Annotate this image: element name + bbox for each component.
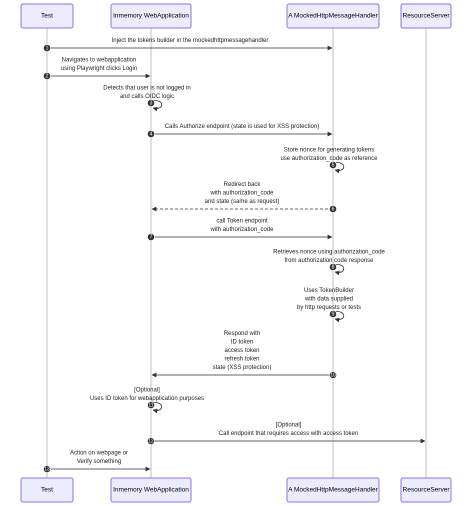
- message-text: [Optional]: [134, 388, 160, 394]
- participant-app-bottom: Inmemory WebApplication: [110, 477, 192, 503]
- participant-label: A MockedHttpMessageHandler: [288, 13, 378, 20]
- message-text: Uses ID token for webapplication purpose…: [90, 396, 204, 402]
- participant-box: [400, 3, 452, 29]
- message-text: Detects that user is not logged in: [103, 86, 190, 92]
- participant-handler-bottom: A MockedHttpMessageHandler: [286, 477, 380, 503]
- participant-box: [286, 3, 380, 29]
- participant-resource-bottom: ResourceServer: [400, 477, 452, 503]
- message-text: with authorization_code: [209, 227, 274, 233]
- participant-handler-top: A MockedHttpMessageHandler: [286, 3, 380, 29]
- message-8: Retrieves nonce using authorization_code…: [273, 250, 386, 276]
- message-12: [Optional] Call endpoint that requires ac…: [147, 423, 426, 445]
- message-text: Action on webpage or: [70, 451, 128, 457]
- sequence-number-badge: [147, 130, 155, 138]
- message-text: Redirect back: [224, 182, 262, 188]
- message-text: refresh token: [224, 357, 259, 363]
- participant-box: [20, 3, 74, 29]
- message-text: and state (same as request): [205, 199, 280, 205]
- participant-label: ResourceServer: [403, 13, 451, 20]
- message-text: and calls OIDC logic: [120, 94, 174, 100]
- message-2: Navigates to webapplication using Playwri…: [43, 58, 151, 80]
- message-13: Action on webpage or Verify something 13: [43, 451, 151, 473]
- sequence-number: 5: [332, 162, 335, 168]
- sequence-number: 12: [148, 438, 154, 444]
- participant-label: Inmemory WebApplication: [113, 487, 189, 494]
- message-text: Store nonce for generating tokens: [284, 148, 374, 154]
- sequence-number-badge: [329, 161, 337, 169]
- message-9: Uses TokenBuilder with data supplied by ht…: [297, 288, 361, 323]
- sequence-number-badge: [329, 310, 337, 318]
- message-10: Respond with ID token access token refresh …: [151, 331, 337, 379]
- message-text: [Optional]: [276, 423, 302, 429]
- message-text: from authorization code response: [284, 258, 374, 264]
- sequence-number: 2: [46, 73, 49, 79]
- message-text: Inject the tokens builder in the mockedh…: [112, 38, 269, 44]
- message-6: Redirect back with authorization_codeand …: [151, 182, 337, 213]
- message-text: by http requests or tests: [297, 305, 361, 311]
- message-text: using Playwright clicks Login: [61, 66, 137, 72]
- participant-test-top: Test: [20, 3, 74, 29]
- sequence-number-badge: [329, 205, 337, 213]
- participant-box: [110, 3, 192, 29]
- sequence-number: 1: [46, 45, 49, 51]
- message-text: Navigates to webapplication: [62, 58, 137, 64]
- sequence-number-badge: [329, 371, 337, 379]
- sequence-number-badge: [147, 99, 155, 107]
- participant-label: Test: [41, 487, 53, 494]
- message-3: Detects that user is not logged in and ca…: [103, 86, 191, 112]
- sequence-number-badge: [43, 465, 51, 473]
- participant-label: A MockedHttpMessageHandler: [288, 487, 378, 494]
- message-11: [Optional] Uses ID token for webapplicati…: [90, 388, 204, 414]
- sequence-number-badge: [147, 437, 155, 445]
- sequence-number: 13: [44, 466, 50, 472]
- participant-test-bottom: Test: [20, 477, 74, 503]
- sequence-number: 7: [150, 234, 153, 240]
- message-text: call Token endpoint: [216, 219, 268, 225]
- message-text: access token: [224, 348, 259, 354]
- message-4: Calls Authorize endpoint (state is used …: [147, 124, 333, 138]
- message-text: state (XSS protection): [213, 365, 272, 371]
- participant-label: Test: [41, 13, 53, 20]
- participant-box: [110, 477, 192, 503]
- participant-app-top: Inmemory WebApplication: [110, 3, 192, 29]
- message-text: ID token: [231, 340, 253, 346]
- message-text: with authorization_code: [209, 191, 274, 197]
- sequence-number-badge: [329, 263, 337, 271]
- sequence-number-badge: [43, 72, 51, 80]
- sequence-number: 3: [150, 100, 153, 106]
- sequence-number-badge: [147, 233, 155, 241]
- message-text: Verify something: [77, 459, 121, 465]
- message-text: with data supplied: [304, 297, 353, 303]
- sequence-number: 11: [148, 402, 153, 408]
- message-1: Inject the tokens builder in the mockedh…: [43, 38, 333, 52]
- sequence-number: 4: [150, 131, 153, 137]
- sequence-number-badge: [147, 401, 155, 409]
- message-5: Store nonce for generating tokens use aut…: [280, 148, 378, 174]
- sequence-number: 9: [332, 311, 335, 317]
- participant-box: [286, 477, 380, 503]
- participant-box: [400, 477, 452, 503]
- message-7: call Token endpoint with authorization_co…: [147, 219, 333, 241]
- sequence-number: 6: [332, 206, 335, 212]
- message-text: Call endpoint that requires access with …: [219, 431, 358, 437]
- message-text: use authorization_code as reference: [280, 156, 378, 162]
- participant-label: ResourceServer: [403, 487, 451, 494]
- participant-resource-top: ResourceServer: [400, 3, 452, 29]
- message-text: Respond with: [224, 331, 260, 337]
- sequence-number: 10: [330, 372, 336, 378]
- message-text: Calls Authorize endpoint (state is used …: [165, 124, 319, 130]
- sequence-number: 8: [332, 264, 335, 270]
- sequence-number-badge: [43, 44, 51, 52]
- participant-label: Inmemory WebApplication: [113, 13, 189, 20]
- participant-box: [20, 477, 74, 503]
- message-text: Retrieves nonce using authorization_code: [273, 250, 385, 256]
- message-text: Uses TokenBuilder: [304, 288, 354, 294]
